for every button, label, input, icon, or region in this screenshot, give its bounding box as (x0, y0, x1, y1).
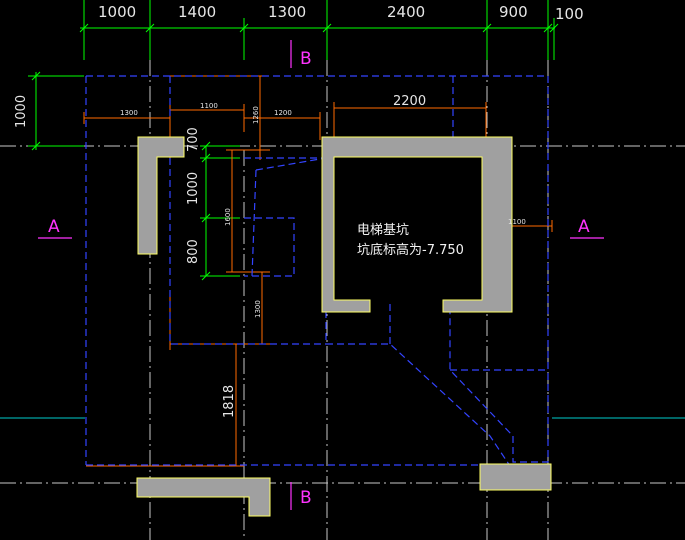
label-1100-top: 1100 (200, 102, 218, 110)
wall-bottom-l (136, 477, 271, 517)
label-1600: 1600 (224, 208, 232, 226)
section-marks (38, 40, 604, 510)
tick-slash-3 (239, 23, 249, 33)
axis-dimensions (28, 0, 559, 281)
wall-bottom-right (479, 463, 552, 491)
walls (136, 136, 552, 517)
pit-note: 电梯基坑 坑底标高为-7.750 (357, 223, 464, 258)
vert-dim-800: 800 (186, 239, 201, 264)
top-dim-label-3: 1300 (268, 3, 306, 21)
tick-slash-4 (322, 23, 332, 33)
outer-dashed-outline (86, 75, 549, 463)
tick-slash-6 (543, 23, 553, 33)
inner-slash-4 (201, 271, 211, 281)
left-dim-label: 1000 (14, 95, 29, 128)
dashed-outlines (85, 75, 549, 467)
top-dim-label-2: 1400 (178, 3, 216, 21)
pit-width-label: 2200 (393, 94, 426, 109)
inner-slash-3 (201, 213, 211, 223)
left-slash-1 (31, 71, 41, 81)
top-dim-label-5: 900 (499, 3, 528, 21)
section-a-left: A (48, 217, 60, 237)
tick-slash-7 (549, 23, 559, 33)
section-b-top: B (300, 49, 312, 69)
section-a-right: A (578, 217, 590, 237)
elevator-pit-walls (321, 136, 513, 313)
pit-note-line2: 坑底标高为-7.750 (357, 242, 464, 258)
section-letters: A A B B (48, 49, 590, 508)
tick-slash-1 (79, 23, 89, 33)
wall-left-l (137, 136, 185, 255)
section-b-bottom: B (300, 488, 312, 508)
label-1200: 1200 (274, 109, 292, 117)
label-1100-right: 1100 (508, 218, 526, 226)
top-dim-label-4: 2400 (387, 3, 425, 21)
inner-dashed-box (244, 217, 295, 277)
vertical-dim-labels: 700 1000 800 (186, 127, 201, 264)
inner-dashed-left (169, 158, 326, 345)
long-vertical-label: 1818 (222, 385, 237, 418)
top-dim-label-6: 100 (555, 5, 584, 23)
label-1300-mid: 1300 (254, 300, 262, 318)
label-1300-left: 1300 (120, 109, 138, 117)
inner-slash-1 (201, 141, 211, 151)
label-1260: 1260 (252, 106, 260, 124)
pit-note-line1: 电梯基坑 (357, 223, 409, 238)
vert-dim-1000: 1000 (186, 172, 201, 205)
vert-dim-700: 700 (186, 127, 201, 152)
inner-slash-2 (201, 153, 211, 163)
top-dim-label-1: 1000 (98, 3, 136, 21)
inner-dashed-slant (251, 169, 257, 277)
orange-dimensions (83, 75, 553, 467)
left-slash-2 (31, 141, 41, 151)
tick-slash-5 (482, 23, 492, 33)
inner-dashed-slant-top (255, 157, 327, 171)
tick-slash-2 (145, 23, 155, 33)
small-dim-labels: 1300 1100 1200 1100 1260 1600 1300 (120, 102, 526, 318)
top-dimension-labels: 1000 1400 1300 2400 900 100 (98, 3, 584, 23)
